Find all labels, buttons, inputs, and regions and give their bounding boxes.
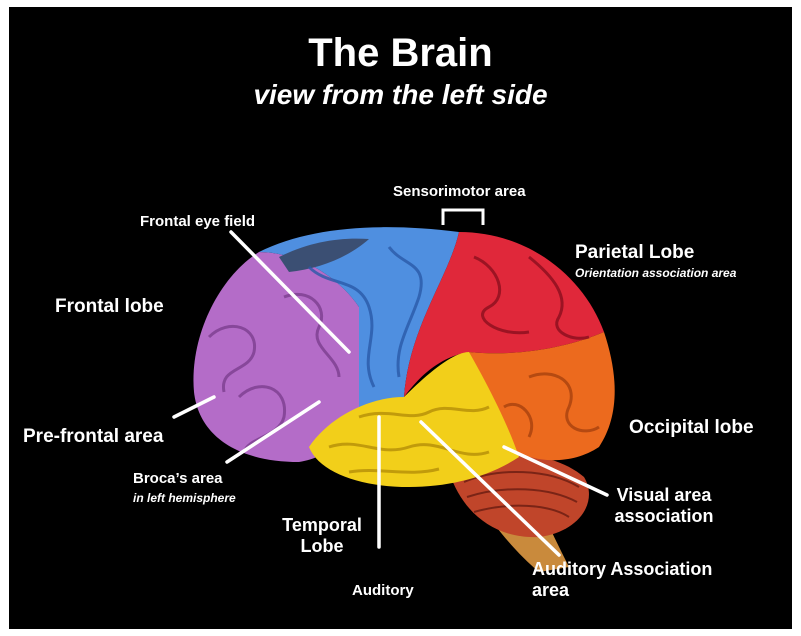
diagram-frame: The Brain view from the left side xyxy=(9,7,792,629)
label-broca: Broca’s area xyxy=(133,470,223,487)
label-parietal-lobe: Parietal Lobe xyxy=(575,242,694,264)
label-auditory-association-line1: Auditory Association xyxy=(532,559,712,580)
label-temporal-line2: Lobe xyxy=(267,536,377,557)
label-auditory: Auditory xyxy=(352,582,414,599)
label-temporal-lobe: Temporal Lobe xyxy=(267,515,377,557)
label-visual-association: Visual area association xyxy=(599,485,729,527)
label-visual-association-line1: Visual area xyxy=(599,485,729,506)
sensorimotor-bracket xyxy=(443,210,483,225)
label-frontal-lobe: Frontal lobe xyxy=(55,296,164,318)
label-auditory-association-line2: area xyxy=(532,580,712,601)
label-sensorimotor: Sensorimotor area xyxy=(393,183,526,200)
label-auditory-association: Auditory Association area xyxy=(532,559,712,601)
label-parietal-note: Orientation association area xyxy=(575,266,736,280)
label-occipital-lobe: Occipital lobe xyxy=(629,417,754,439)
label-temporal-line1: Temporal xyxy=(267,515,377,536)
label-visual-association-line2: association xyxy=(599,506,729,527)
brain-illustration xyxy=(9,7,792,629)
label-prefrontal: Pre-frontal area xyxy=(23,426,163,448)
label-frontal-eye-field: Frontal eye field xyxy=(140,213,255,230)
label-broca-note: in left hemisphere xyxy=(133,491,236,505)
